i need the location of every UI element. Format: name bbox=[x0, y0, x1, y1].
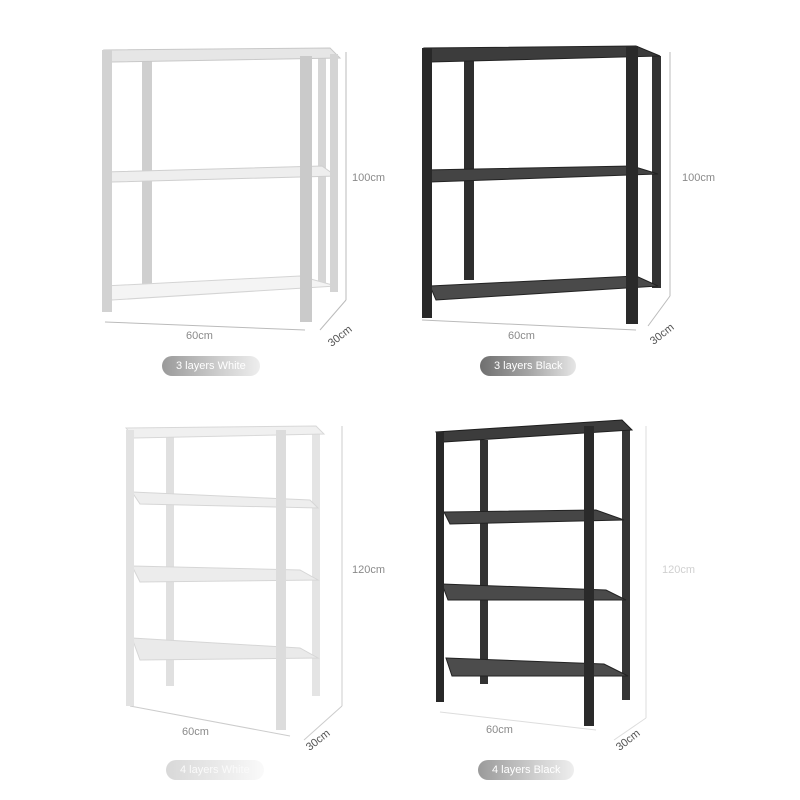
product-3-layers-black: 100cm 60cm 30cm 3 layers Black bbox=[400, 0, 800, 400]
height-label: 120cm bbox=[662, 564, 696, 576]
variant-badge: 4 layers White bbox=[166, 760, 264, 780]
width-label: 60cm bbox=[186, 330, 213, 342]
variant-badge: 3 layers White bbox=[162, 356, 260, 376]
width-label: 60cm bbox=[182, 726, 209, 738]
height-label: 120cm bbox=[352, 564, 386, 576]
shelf-3-layers-black-image bbox=[421, 45, 671, 331]
shelf-3-layers-white-image bbox=[102, 47, 347, 331]
height-label: 100cm bbox=[352, 172, 386, 184]
shelf-4-layers-black-image bbox=[435, 419, 647, 741]
product-4-layers-black: 120cm 60cm 30cm 4 layers Black bbox=[400, 400, 800, 800]
product-3-layers-white: 100cm 60cm 30cm 3 layers White bbox=[0, 0, 400, 400]
variant-badge: 3 layers Black bbox=[480, 356, 577, 376]
variant-badge: 4 layers Black bbox=[478, 760, 575, 780]
width-label: 60cm bbox=[486, 724, 513, 736]
product-4-layers-white: 120cm 60cm 30cm 4 layers White bbox=[0, 400, 400, 800]
shelf-4-layers-white-image bbox=[124, 425, 343, 741]
height-label: 100cm bbox=[682, 172, 716, 184]
width-label: 60cm bbox=[508, 330, 535, 342]
